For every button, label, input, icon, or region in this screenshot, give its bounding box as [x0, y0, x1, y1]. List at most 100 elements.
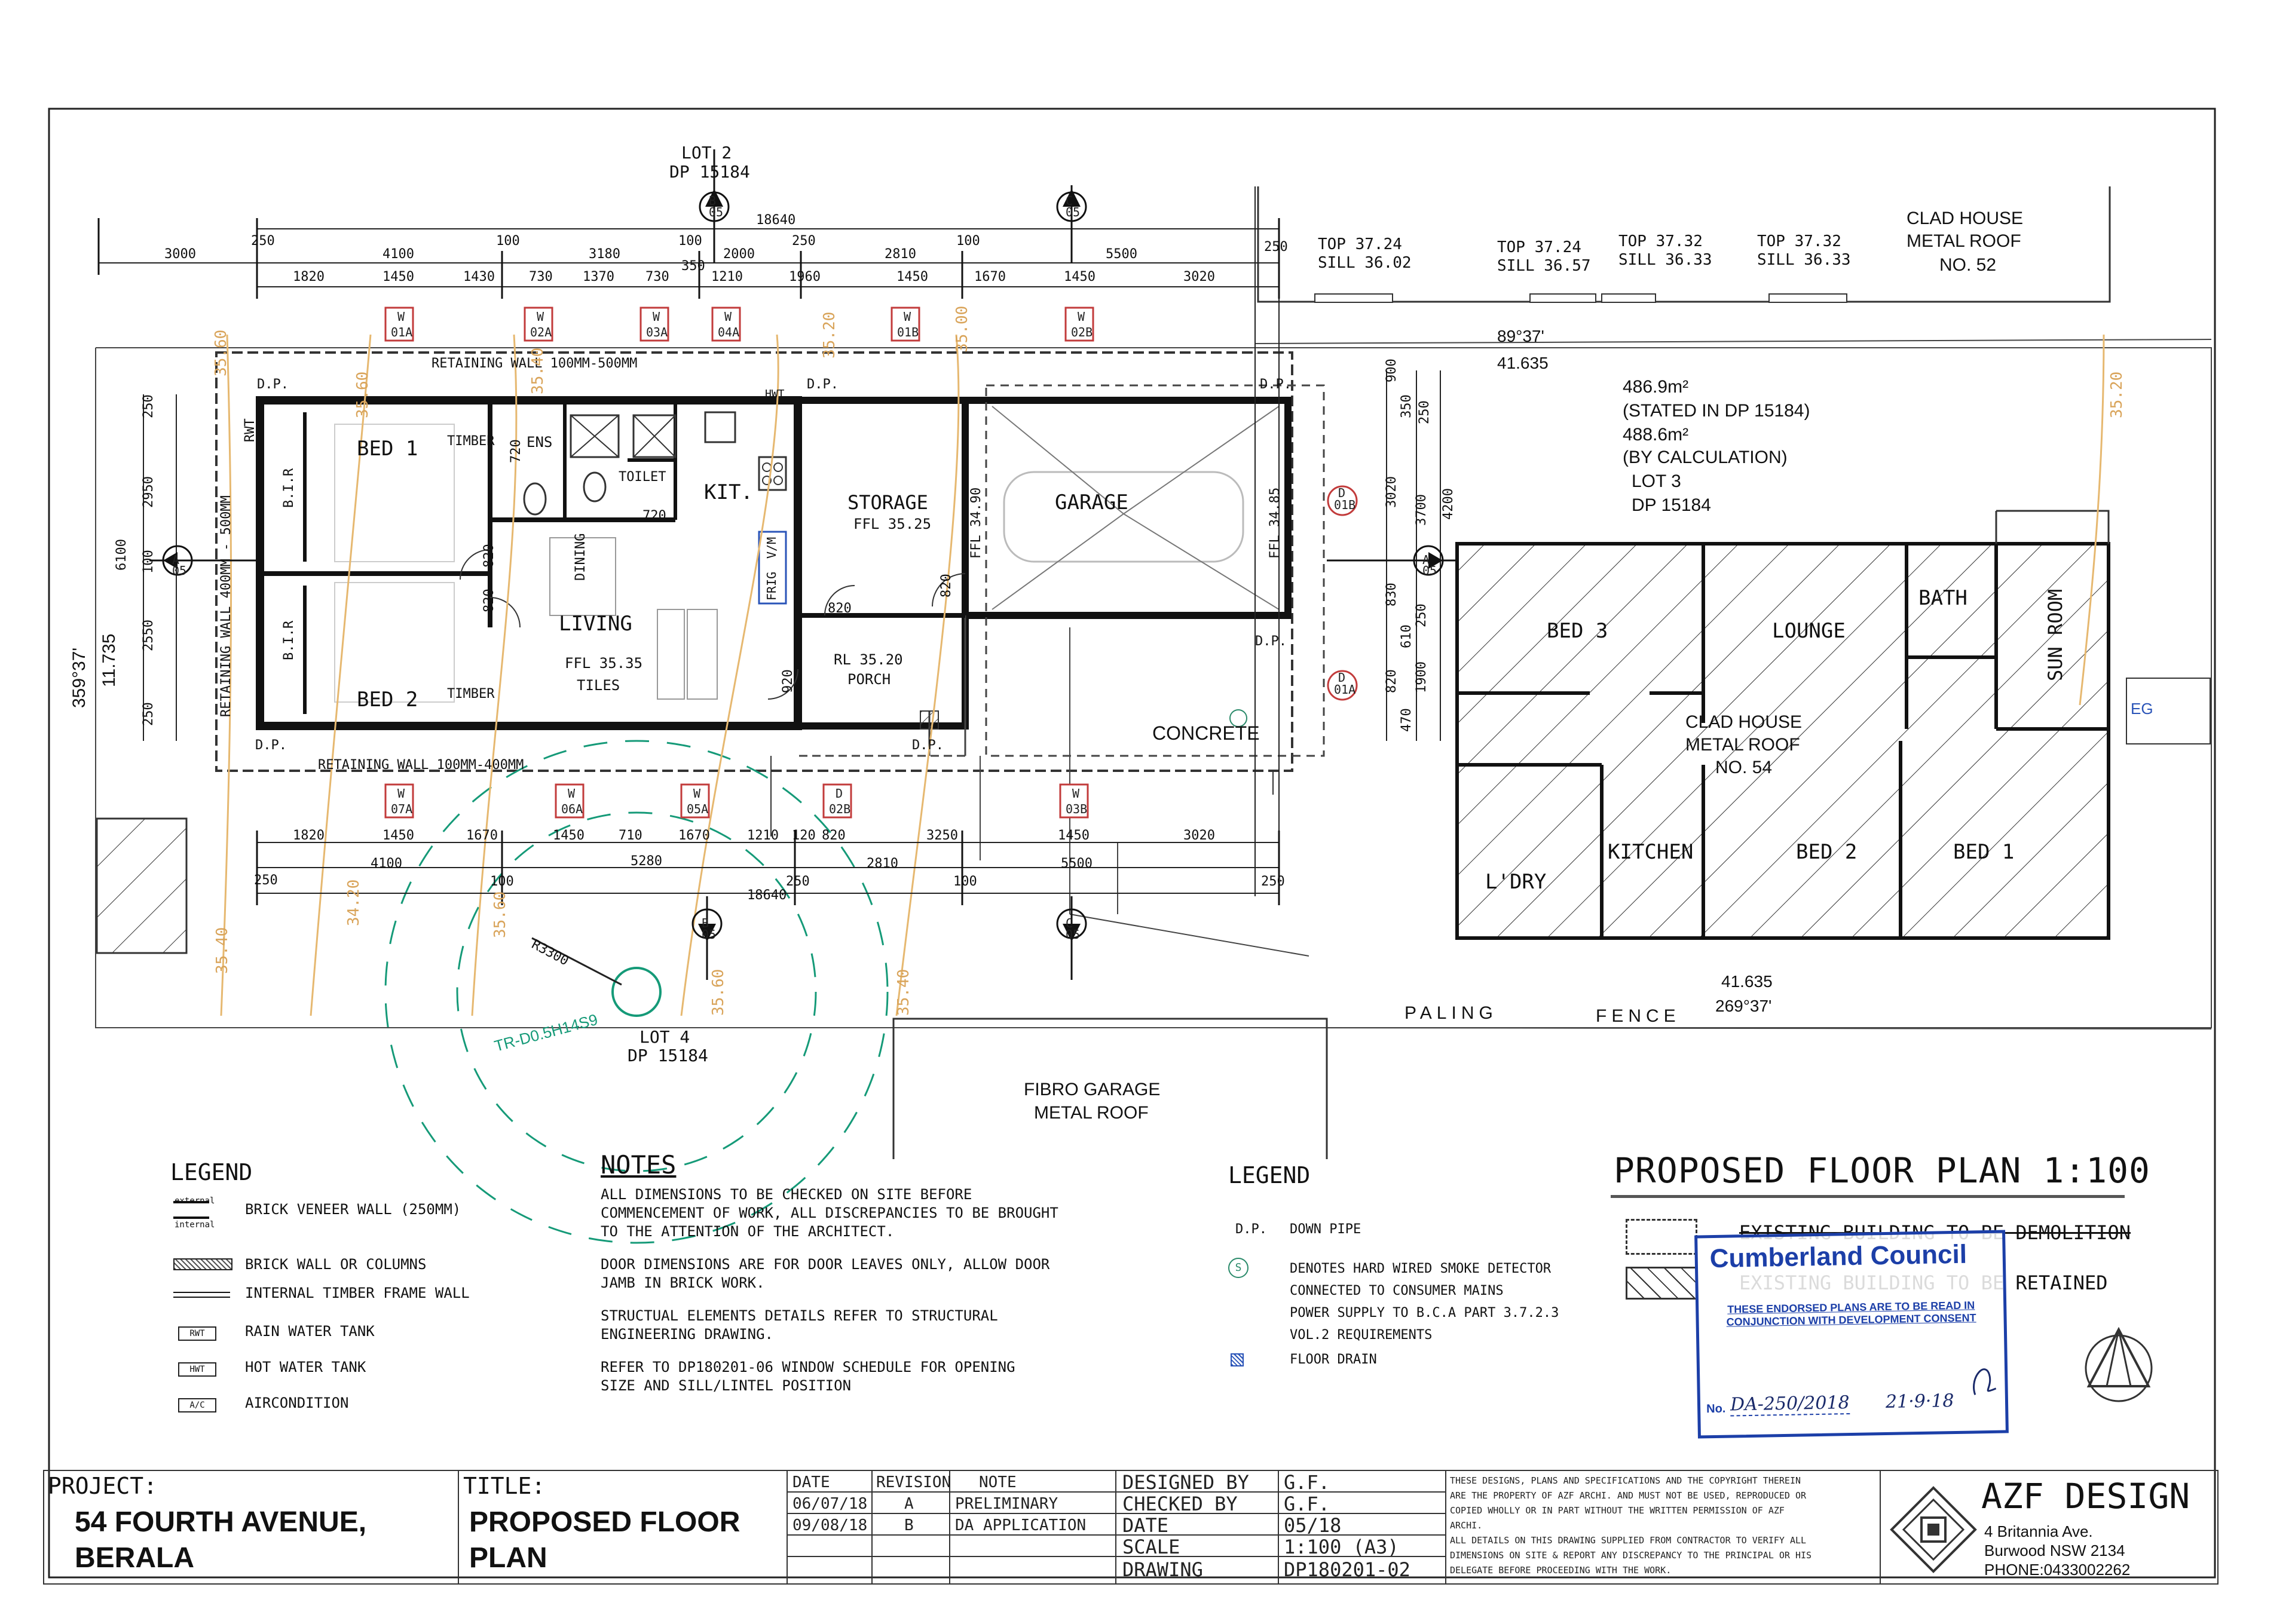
stamp-date: 21·9·18	[1885, 1390, 1954, 1413]
window-tag-type: W	[397, 310, 405, 324]
house52-l1: CLAD HOUSE	[1907, 209, 2023, 228]
copyright-line: ALL DETAILS ON THIS DRAWING SUPPLIED FRO…	[1450, 1535, 1807, 1546]
bearing-bottom: 269°37'	[1715, 997, 1771, 1015]
dimension-value: 250	[792, 234, 816, 249]
dimension-value: 3180	[589, 247, 620, 262]
section-mark-letter: A	[1422, 553, 1430, 567]
lot4-dp: DP 15184	[628, 1046, 708, 1065]
meta-label: DRAWING	[1122, 1558, 1203, 1581]
copyright-line: COPIED WHOLLY OR IN PART WITHOUT THE WRI…	[1450, 1505, 1785, 1516]
dimension-value: 100	[953, 874, 977, 889]
shed	[96, 817, 188, 954]
bir-label: B.I.R	[281, 620, 296, 660]
window-tag-type: W	[537, 310, 544, 324]
azf-triangle-logo	[2085, 1326, 2153, 1402]
rev-code: B	[904, 1516, 914, 1534]
note-line: ENGINEERING DRAWING.	[601, 1326, 773, 1343]
title-line-1: PROPOSED FLOOR	[469, 1506, 740, 1538]
section-mark-letter: B	[702, 916, 709, 930]
window-tag-type: W	[693, 786, 701, 801]
project-label: PROJECT:	[48, 1473, 158, 1499]
meta-value: G.F.	[1284, 1493, 1330, 1515]
demolish-swatch	[1626, 1219, 1697, 1255]
dimension-overall: 18640	[747, 888, 787, 903]
window-tag-code: 03A	[646, 325, 668, 339]
contour-level: 35.20	[2108, 372, 2126, 418]
distance-top: 41.635	[1497, 354, 1549, 372]
vm-label: V/M	[764, 537, 779, 559]
legend-timber-wall: INTERNAL TIMBER FRAME WALL	[245, 1285, 470, 1301]
room-garage: GARAGE	[1055, 491, 1128, 514]
legend-smoke-detector-3: POWER SUPPLY TO B.C.A PART 3.7.2.3	[1290, 1306, 1559, 1320]
dimension-value: 1820	[293, 269, 325, 284]
dimension-value: 250	[141, 394, 156, 418]
room-kitchen-54: KITCHEN	[1608, 840, 1693, 864]
section-mark-ref: 05	[1066, 927, 1080, 942]
rev-code: A	[904, 1495, 914, 1513]
dimension-value: 1450	[553, 828, 585, 843]
distance-bottom: 41.635	[1721, 972, 1773, 991]
house54-l1: CLAD HOUSE	[1685, 712, 1802, 732]
dimension-value: 3700	[1414, 494, 1429, 526]
sill-level: SILL 36.02	[1318, 254, 1412, 272]
firm-phone: PHONE:0433002262	[1984, 1561, 2131, 1579]
legend-brick-veneer: BRICK VENEER WALL (250MM)	[245, 1201, 461, 1218]
dimension-value: 710	[619, 828, 642, 843]
dimension-value: 730	[645, 269, 669, 284]
section-mark-ref: 05	[709, 205, 723, 219]
dimension-value: 830	[1384, 583, 1399, 606]
dimension-value: 250	[1417, 400, 1432, 424]
downpipe-symbol: D.P.	[1235, 1222, 1267, 1237]
notes-title: NOTES	[601, 1150, 677, 1179]
top-level: TOP 37.24	[1318, 235, 1402, 253]
note-line: REFER TO DP180201-06 WINDOW SCHEDULE FOR…	[601, 1359, 1015, 1375]
brick-column-swatch	[173, 1258, 232, 1270]
rev-header-revision: REVISION	[876, 1473, 951, 1491]
section-markers	[149, 149, 1458, 980]
dimension-value: 610	[1399, 624, 1414, 648]
door-size: 820	[482, 544, 497, 568]
legend-rain-water-tank: RAIN WATER TANK	[245, 1323, 375, 1340]
dimension-value: 250	[254, 873, 278, 888]
legend-smoke-detector: DENOTES HARD WIRED SMOKE DETECTOR	[1290, 1261, 1552, 1276]
stamp-no-label: No.	[1706, 1402, 1726, 1416]
window-tag-code: 04A	[718, 325, 739, 339]
dimension-value: 1670	[466, 828, 498, 843]
rev-note: PRELIMINARY	[955, 1495, 1058, 1513]
fence-label: FENCE	[1596, 1006, 1681, 1026]
retaining-wall-bottom: RETAINING WALL 100MM-400MM	[318, 758, 524, 773]
firm-name: AZF DESIGN	[1981, 1476, 2190, 1516]
dimension-value: 820	[1384, 669, 1399, 693]
dimension-value: 1210	[711, 269, 743, 284]
fibro-garage-l1: FIBRO GARAGE	[1024, 1080, 1160, 1099]
window-tag-code: 02A	[530, 325, 552, 339]
contour-level: 35.40	[895, 969, 913, 1016]
lot2-label: LOT 2	[681, 143, 732, 163]
lot3-area1-note: (STATED IN DP 15184)	[1623, 401, 1810, 421]
copyright-line: ARCHI.	[1450, 1520, 1483, 1531]
stamp-da-number: DA-250/2018	[1730, 1392, 1850, 1417]
dimension-value: 2950	[141, 476, 156, 508]
copyright-notice: THESE DESIGNS, PLANS AND SPECIFICATIONS …	[1450, 1473, 1877, 1578]
legend-right-title: LEGEND	[1228, 1162, 1311, 1188]
copyright-line: DELEGATE BEFORE PROCEEDING WITH THE WORK…	[1450, 1565, 1672, 1576]
room-sun-room: SUN ROOM	[2044, 589, 2067, 681]
fridge-label: FRIG	[764, 572, 779, 600]
house-54-existing	[1455, 510, 2110, 940]
legend-down-pipe: DOWN PIPE	[1290, 1222, 1361, 1237]
contour-level: 34.20	[345, 880, 363, 926]
window-tag-type: W	[397, 786, 405, 801]
dimension-value: 1210	[747, 828, 779, 843]
section-mark-letter: C	[1066, 916, 1073, 930]
rwt-label: RWT	[243, 418, 258, 442]
window-tag-code: 05A	[687, 802, 708, 816]
project-address-2: BERALA	[75, 1542, 194, 1574]
retain-swatch	[1626, 1267, 1697, 1300]
dimension-value: 1450	[1058, 828, 1090, 843]
room-bed-1: BED 1	[357, 437, 418, 461]
porch-rl: RL 35.20	[834, 651, 903, 668]
downpipe-label: D.P.	[257, 377, 289, 392]
meta-value: DP180201-02	[1284, 1558, 1410, 1581]
house52-l2: METAL ROOF	[1907, 231, 2021, 251]
rev-header-date: DATE	[792, 1473, 830, 1491]
